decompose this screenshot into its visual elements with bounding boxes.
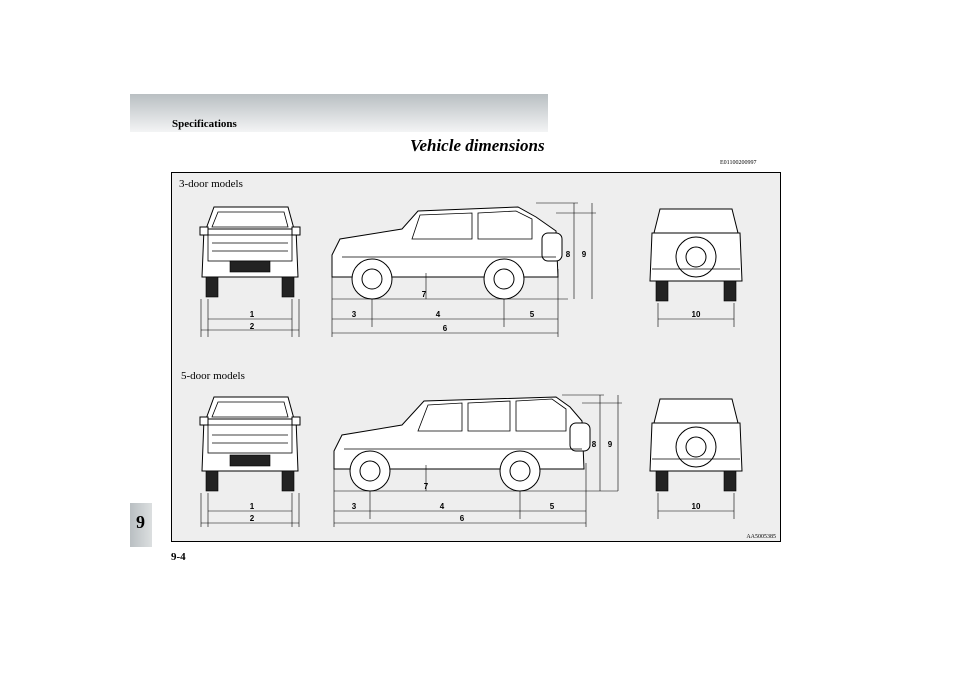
- dim-label-5-5-door: 5: [550, 502, 555, 511]
- dim-label-1-3-door: 1: [250, 310, 255, 319]
- chapter-tab-number: 9: [136, 512, 145, 532]
- dim-label-9-3-door: 9: [582, 250, 587, 259]
- reference-code: E01100200997: [720, 160, 757, 166]
- rear-dimension-lines-5-door: [657, 493, 735, 519]
- figure-code: AA5005385: [746, 534, 776, 540]
- front-dimension-lines-5-door: [200, 493, 300, 527]
- dimensions-figure: 3-door models: [171, 172, 781, 542]
- dim-label-7-5-door: 7: [424, 482, 429, 491]
- page-title: Vehicle dimensions: [410, 136, 545, 155]
- rear-dimension-lines-3-door: [657, 303, 735, 327]
- dim-label-8-3-door: 8: [566, 250, 571, 259]
- caption-5-door: 5-door models: [181, 370, 245, 382]
- dim-label-10-5-door: 10: [692, 502, 701, 511]
- dim-label-8-5-door: 8: [592, 440, 597, 449]
- dim-label-6-3-door: 6: [443, 324, 448, 333]
- section-label: Specifications: [172, 118, 237, 130]
- dim-label-4-5-door: 4: [440, 502, 445, 511]
- caption-3-door: 3-door models: [179, 178, 243, 190]
- dim-label-4-3-door: 4: [436, 310, 441, 319]
- dim-label-6-5-door: 6: [460, 514, 465, 523]
- dim-label-7-3-door: 7: [422, 290, 427, 299]
- front-dimension-lines-3-door: [200, 299, 300, 337]
- header-band: [130, 94, 548, 132]
- group-3-door: 3-door models: [179, 178, 743, 337]
- front-view-5-door: [199, 396, 301, 492]
- dim-label-2-3-door: 2: [250, 322, 255, 331]
- dim-label-3-3-door: 3: [352, 310, 357, 319]
- side-view-3-door: [331, 206, 563, 300]
- dim-label-9-5-door: 9: [608, 440, 613, 449]
- side-view-5-door: [333, 396, 591, 492]
- page-number: 9-4: [171, 551, 186, 563]
- group-5-door: 5-door models: [181, 370, 743, 527]
- dim-label-3-5-door: 3: [352, 502, 357, 511]
- rear-view-5-door: [649, 398, 743, 492]
- dimensions-drawing: 3-door models: [179, 178, 776, 540]
- dim-label-2-5-door: 2: [250, 514, 255, 523]
- rear-view-3-door: [649, 208, 743, 302]
- dim-label-1-5-door: 1: [250, 502, 255, 511]
- side-dimension-lines-5-door: [333, 394, 622, 527]
- chapter-tab: [130, 503, 152, 547]
- side-dimension-lines-3-door: [331, 202, 596, 337]
- dim-label-5-3-door: 5: [530, 310, 535, 319]
- front-view-3-door: [199, 206, 301, 298]
- dim-label-10-3-door: 10: [692, 310, 701, 319]
